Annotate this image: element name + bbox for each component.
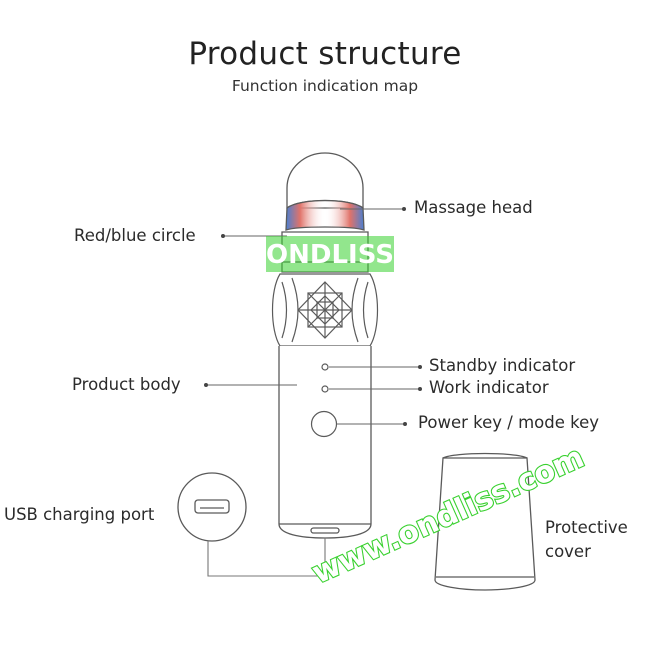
page-subtitle: Function indication map <box>231 77 419 95</box>
label-massage-head: Massage head <box>414 198 533 217</box>
work-indicator-light <box>321 385 329 393</box>
power-key-button <box>310 410 338 438</box>
label-usb-port: USB charging port <box>4 505 155 524</box>
label-work-indicator: Work indicator <box>429 378 549 397</box>
brand-watermark: ONDLISS <box>266 236 394 272</box>
label-product-body: Product body <box>72 375 181 394</box>
label-protective-cover-line2: cover <box>545 542 591 561</box>
standby-indicator-light <box>321 363 329 371</box>
label-power-key: Power key / mode key <box>418 413 599 432</box>
usb-port-detail <box>177 472 326 577</box>
page-title: Product structure <box>188 36 462 72</box>
decorative-collar <box>271 273 379 347</box>
label-protective-cover-line1: Protective <box>545 518 628 537</box>
product-body-shape <box>278 346 372 539</box>
brand-watermark-text: ONDLISS <box>266 240 394 270</box>
label-standby-indicator: Standby indicator <box>429 356 576 375</box>
protective-cover-shape <box>434 452 536 591</box>
label-red-blue-circle: Red/blue circle <box>74 226 196 245</box>
